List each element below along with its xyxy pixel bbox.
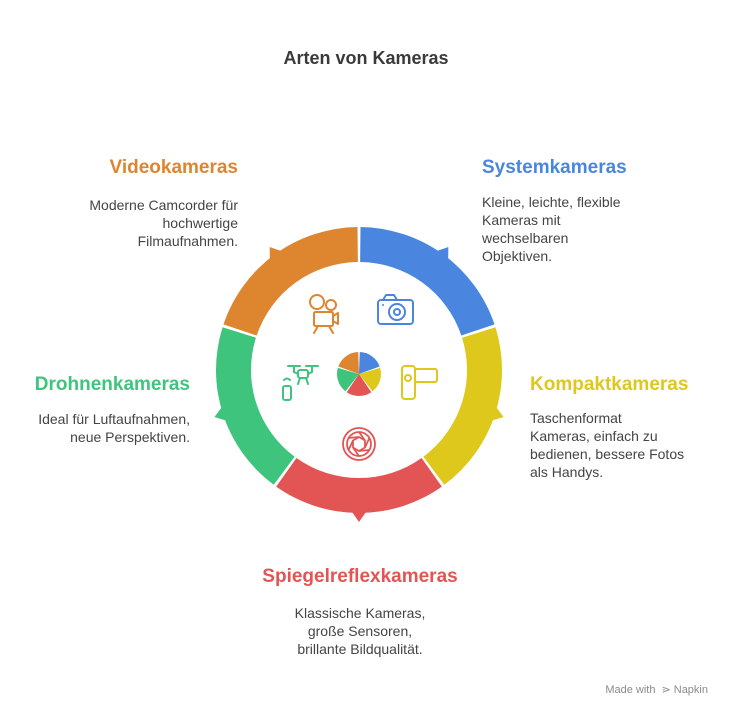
pie-slice-video bbox=[338, 352, 359, 374]
aperture-icon bbox=[342, 427, 376, 461]
ring-segment-drohne bbox=[216, 327, 295, 485]
drone-desc-line: neue Perspektiven. bbox=[70, 429, 190, 445]
napkin-label: Napkin bbox=[673, 684, 708, 696]
ring bbox=[214, 227, 504, 522]
system-desc-line: Kameras mit bbox=[482, 212, 561, 228]
pie-slice-spiegel bbox=[346, 374, 372, 396]
ring-arrow-spiegel bbox=[351, 510, 367, 522]
compact-description: Taschenformat Kameras, einfach zu bedien… bbox=[530, 409, 684, 481]
system-description: Kleine, leichte, flexible Kameras mit we… bbox=[482, 193, 621, 265]
movie-camera-icon bbox=[309, 294, 339, 334]
napkin-brand: ⋗ Napkin bbox=[661, 684, 708, 696]
ring-segment-kompakt bbox=[423, 327, 503, 485]
slr-description: Klassische Kameras, große Sensoren, bril… bbox=[200, 604, 520, 658]
pie-slice-kompakt bbox=[359, 367, 382, 392]
system-desc-line: Objektiven. bbox=[482, 248, 553, 264]
compact-heading: Kompaktkameras bbox=[530, 374, 689, 395]
ring-arrow-drohne bbox=[214, 406, 228, 421]
pie-slice-system bbox=[359, 352, 380, 374]
video-description: Moderne Camcorder für hochwertige Filmau… bbox=[89, 196, 238, 250]
system-desc-line: wechselbaren bbox=[482, 230, 569, 246]
slr-heading: Spiegelreflexkameras bbox=[262, 566, 458, 587]
compact-desc-line: bedienen, bessere Fotos bbox=[530, 446, 685, 462]
compact-camcorder-icon bbox=[401, 365, 438, 400]
slr-desc-line: Klassische Kameras, bbox=[294, 605, 426, 621]
drone-desc-line: Ideal für Luftaufnahmen, bbox=[38, 411, 190, 427]
ring-arrow-video bbox=[269, 247, 283, 261]
compact-desc-line: Taschenformat bbox=[530, 410, 622, 426]
pie-slice-drohne bbox=[337, 367, 359, 392]
video-desc-line: Moderne Camcorder für bbox=[89, 197, 238, 213]
diagram-title: Arten von Kameras bbox=[283, 48, 449, 68]
ring-segment-video bbox=[223, 227, 358, 336]
video-heading: Videokameras bbox=[109, 157, 238, 178]
compact-desc-line: Kameras, einfach zu bbox=[530, 428, 658, 444]
center-pie bbox=[337, 352, 382, 396]
ring-arrow-system bbox=[435, 247, 449, 261]
drone-description: Ideal für Luftaufnahmen, neue Perspektiv… bbox=[38, 410, 190, 446]
ring-segment-system bbox=[360, 227, 495, 336]
watermark-prefix: Made with bbox=[605, 684, 656, 696]
drone-icon bbox=[282, 365, 319, 401]
slr-desc-line: brillante Bildqualität. bbox=[297, 641, 423, 657]
video-desc-line: Filmaufnahmen. bbox=[137, 233, 238, 249]
video-desc-line: hochwertige bbox=[162, 215, 239, 231]
slr-desc-line: große Sensoren, bbox=[307, 623, 413, 639]
compact-desc-line: als Handys. bbox=[530, 464, 604, 480]
system-desc-line: Kleine, leichte, flexible bbox=[482, 194, 621, 210]
napkin-logo-icon: ⋗ bbox=[661, 684, 671, 696]
system-heading: Systemkameras bbox=[482, 157, 627, 178]
made-with-napkin-watermark: Made with ⋗ Napkin bbox=[605, 683, 708, 696]
ring-segment-spiegel bbox=[276, 458, 442, 513]
ring-arrow-kompakt bbox=[490, 406, 504, 421]
camera-icon bbox=[377, 294, 414, 325]
drone-heading: Drohnenkameras bbox=[34, 374, 190, 395]
